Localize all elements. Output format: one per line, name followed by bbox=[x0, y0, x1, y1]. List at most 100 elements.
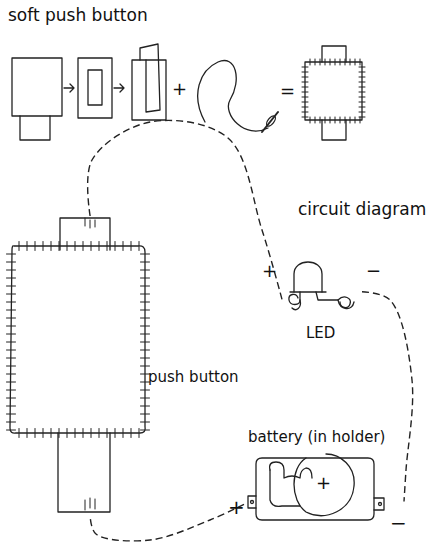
stitch bbox=[7, 334, 16, 335]
stitch bbox=[302, 72, 308, 73]
stitch bbox=[141, 318, 150, 319]
stitch bbox=[7, 326, 16, 327]
stitch bbox=[99, 242, 100, 251]
stitch bbox=[59, 429, 60, 438]
stitch bbox=[7, 350, 16, 351]
stitch bbox=[359, 67, 365, 68]
stitch bbox=[345, 59, 346, 65]
stitch bbox=[359, 87, 365, 88]
stitch bbox=[7, 342, 16, 343]
stitch bbox=[335, 59, 336, 65]
stitch bbox=[359, 82, 365, 83]
stitch bbox=[27, 242, 28, 251]
stitch bbox=[91, 429, 92, 438]
stitch bbox=[19, 429, 20, 438]
stitch bbox=[7, 382, 16, 383]
stitch bbox=[7, 294, 16, 295]
stitch bbox=[43, 429, 44, 438]
stitch bbox=[141, 270, 150, 271]
stitch bbox=[340, 117, 341, 123]
thread-wire bbox=[88, 120, 282, 299]
stitch bbox=[330, 59, 331, 65]
stitch bbox=[115, 429, 116, 438]
component-label: push button bbox=[148, 368, 239, 386]
stitch bbox=[115, 242, 116, 251]
stitch bbox=[7, 310, 16, 311]
stitch bbox=[7, 286, 16, 287]
stitch bbox=[51, 242, 52, 251]
stitch bbox=[141, 366, 150, 367]
stitch bbox=[67, 429, 68, 438]
stitch bbox=[7, 414, 16, 415]
plus-sign: + bbox=[172, 80, 187, 98]
polarity-sign: + bbox=[228, 498, 245, 516]
heading: soft push button bbox=[8, 6, 148, 24]
stitch bbox=[359, 102, 365, 103]
stitch bbox=[141, 254, 150, 255]
stitch bbox=[131, 429, 132, 438]
stitch bbox=[139, 429, 140, 438]
stitch bbox=[302, 92, 308, 93]
stitch bbox=[315, 117, 316, 123]
led-symbol bbox=[289, 262, 354, 310]
stitch bbox=[302, 87, 308, 88]
stitch bbox=[310, 59, 311, 65]
stitch bbox=[359, 72, 365, 73]
stitch bbox=[59, 242, 60, 251]
stitch bbox=[359, 107, 365, 108]
led: LED bbox=[282, 250, 362, 345]
stitch bbox=[7, 262, 16, 263]
component-label: LED bbox=[306, 324, 335, 342]
folded-fabric bbox=[132, 44, 166, 120]
stitch bbox=[360, 59, 361, 65]
stitch bbox=[141, 390, 150, 391]
stitch bbox=[360, 117, 361, 123]
stitch bbox=[7, 422, 16, 423]
thread-wire bbox=[90, 504, 244, 540]
heading: circuit diagram bbox=[298, 200, 426, 218]
stitch bbox=[141, 286, 150, 287]
stitch bbox=[345, 117, 346, 123]
polarity-sign: − bbox=[390, 514, 407, 532]
stitch bbox=[141, 334, 150, 335]
stitch bbox=[75, 429, 76, 438]
stitch bbox=[35, 429, 36, 438]
polarity-sign: + bbox=[262, 262, 277, 280]
stitch bbox=[7, 430, 16, 431]
sewn-button bbox=[302, 46, 365, 140]
stitch bbox=[359, 92, 365, 93]
stitch bbox=[302, 112, 308, 113]
stitch bbox=[359, 97, 365, 98]
stitch bbox=[320, 117, 321, 123]
stitch bbox=[141, 294, 150, 295]
step-arrow bbox=[64, 84, 124, 92]
stitch bbox=[340, 59, 341, 65]
stitch bbox=[359, 77, 365, 78]
stitch bbox=[355, 59, 356, 65]
stitch bbox=[51, 429, 52, 438]
stitch bbox=[141, 302, 150, 303]
stitch bbox=[141, 406, 150, 407]
stitch bbox=[141, 350, 150, 351]
stitch bbox=[325, 59, 326, 65]
stitch bbox=[359, 112, 365, 113]
stitch bbox=[350, 59, 351, 65]
stitch bbox=[107, 242, 108, 251]
stitch bbox=[302, 77, 308, 78]
stitch bbox=[141, 278, 150, 279]
stitch bbox=[7, 302, 16, 303]
stitch bbox=[141, 358, 150, 359]
stitch bbox=[310, 117, 311, 123]
fabric-piece bbox=[12, 58, 62, 140]
stitch bbox=[83, 242, 84, 251]
stitch bbox=[350, 117, 351, 123]
stitch bbox=[7, 358, 16, 359]
stitch bbox=[75, 242, 76, 251]
stitch bbox=[315, 59, 316, 65]
foam-frame bbox=[78, 58, 112, 118]
stitch bbox=[139, 242, 140, 251]
stitch bbox=[141, 398, 150, 399]
stitch bbox=[302, 67, 308, 68]
needle-thread bbox=[198, 61, 278, 132]
push-button-drawing bbox=[7, 218, 150, 512]
